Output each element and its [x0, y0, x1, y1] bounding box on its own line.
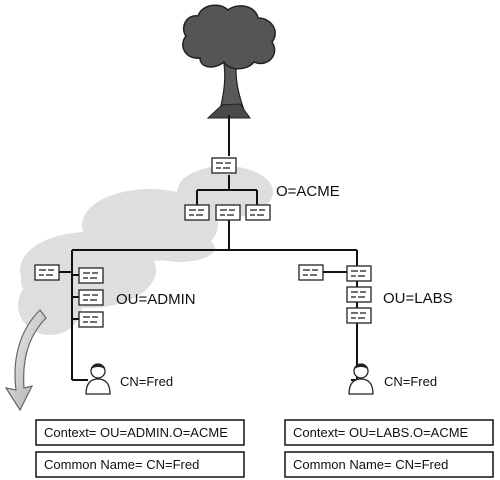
container-object-icon	[78, 311, 104, 328]
user-icon	[85, 363, 111, 395]
container-object-icon	[346, 307, 372, 324]
admin-common-name-text: Common Name= CN=Fred	[44, 457, 199, 472]
labs-user-label: CN=Fred	[384, 374, 437, 389]
container-object-icon	[78, 289, 104, 306]
container-object-icon	[215, 204, 241, 221]
container-object-icon	[346, 265, 372, 282]
container-object-icon	[211, 157, 237, 174]
admin-context-text: Context= OU=ADMIN.O=ACME	[44, 425, 228, 440]
labs-common-name-box	[284, 451, 494, 478]
tree-icon	[182, 4, 276, 119]
container-object-icon	[245, 204, 271, 221]
container-object-icon	[298, 264, 324, 281]
container-object-icon	[346, 286, 372, 303]
labs-context-box	[284, 419, 494, 446]
user-icon	[348, 363, 374, 395]
labs-common-name-text: Common Name= CN=Fred	[293, 457, 448, 472]
container-object-icon	[184, 204, 210, 221]
admin-context-box	[35, 419, 245, 446]
container-object-icon	[78, 267, 104, 284]
root-label: O=ACME	[276, 183, 340, 200]
admin-ou-label: OU=ADMIN	[116, 291, 196, 308]
labs-context-text: Context= OU=LABS.O=ACME	[293, 425, 469, 440]
labs-ou-label: OU=LABS	[383, 290, 453, 307]
container-object-icon	[34, 264, 60, 281]
curved-arrow-icon	[4, 309, 47, 412]
admin-common-name-box	[35, 451, 245, 478]
admin-user-label: CN=Fred	[120, 374, 173, 389]
